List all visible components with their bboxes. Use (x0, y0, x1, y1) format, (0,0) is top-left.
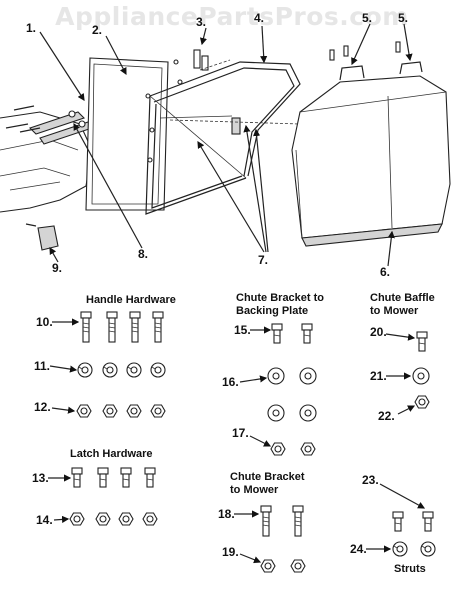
callout-5b: 5. (398, 11, 408, 25)
handle-lockwashers (77, 362, 166, 378)
group-chute-bracket-backing-1: Chute Bracket to (236, 292, 324, 304)
group-chute-bracket-mower-2: to Mower (230, 484, 279, 496)
group-chute-baffle-1: Chute Baffle (370, 292, 435, 304)
callout-23: 23. (362, 473, 379, 487)
callout-5a: 5. (362, 11, 372, 25)
callout-24: 24. (350, 542, 367, 556)
callout-9: 9. (52, 261, 62, 275)
backing-washers (267, 367, 317, 422)
baffle-washer (412, 367, 430, 385)
strut-lockwashers (392, 541, 436, 557)
strut-bolts (392, 511, 434, 532)
handle-nuts (76, 404, 166, 418)
callout-4: 4. (254, 11, 264, 25)
callout-21: 21. (370, 369, 387, 383)
group-handle-hardware: Handle Hardware (86, 294, 176, 306)
callout-18: 18. (218, 507, 235, 521)
handle-bolts (80, 311, 164, 343)
baffle-bolt (416, 331, 428, 352)
chute-frame (145, 61, 301, 215)
group-struts: Struts (394, 563, 426, 575)
callout-3: 3. (196, 15, 206, 29)
callout-13: 13. (32, 471, 49, 485)
backing-plate (85, 57, 169, 211)
callout-7: 7. (258, 253, 268, 267)
callout-14: 14. (36, 513, 53, 527)
callout-16: 16. (222, 375, 239, 389)
group-chute-bracket-mower-1: Chute Bracket (230, 471, 305, 483)
bag-handles (329, 41, 423, 81)
callout-11: 11. (34, 359, 50, 373)
callout-19: 19. (222, 545, 239, 559)
watermark-text: AppliancePartsPros.com (55, 2, 409, 31)
backing-nuts (270, 442, 316, 456)
mower-bolts (260, 505, 304, 537)
callout-12: 12. (34, 400, 51, 414)
group-chute-baffle-2: to Mower (370, 305, 419, 317)
latch-bolts (71, 467, 156, 488)
chute-baffle-bag (291, 75, 451, 247)
plate-bolts (173, 49, 209, 85)
callout-6: 6. (380, 265, 390, 279)
callout-20: 20. (370, 325, 387, 339)
latch-nuts (69, 512, 158, 526)
callout-22: 22. (378, 409, 395, 423)
callout-8: 8. (138, 247, 148, 261)
backing-bolts (271, 323, 313, 344)
baffle-nut (414, 395, 430, 409)
callout-2: 2. (92, 23, 102, 37)
callout-15: 15. (234, 323, 251, 337)
callout-10: 10. (36, 315, 53, 329)
group-latch-hardware: Latch Hardware (70, 448, 153, 460)
part-9-bracket (37, 225, 59, 251)
callout-1: 1. (26, 21, 36, 35)
mower-nuts (260, 559, 306, 573)
callout-17: 17. (232, 426, 249, 440)
group-chute-bracket-backing-2: Backing Plate (236, 305, 308, 317)
